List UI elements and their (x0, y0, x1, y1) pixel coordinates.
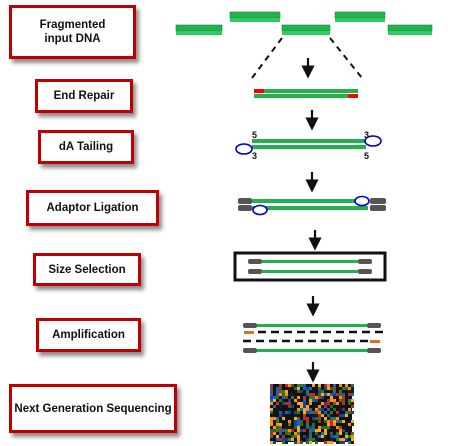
adaptor-ligated-dna (238, 195, 386, 216)
step-label: End Repair (53, 90, 115, 102)
dna-fragments (175, 11, 433, 35)
dna-strand (257, 349, 367, 352)
step-size-selection: Size Selection (33, 253, 141, 286)
dna-fragment (388, 31, 432, 35)
flow-arrows (301, 58, 322, 383)
size-selection-gel (233, 251, 387, 282)
dna-fragment (335, 18, 385, 22)
a-tail-overhang (235, 143, 253, 155)
adaptor (370, 198, 386, 204)
dna-strand (252, 145, 366, 149)
step-label: dA Tailing (58, 141, 114, 153)
step-label: Next Generation Sequencing (14, 402, 172, 415)
adaptor (358, 259, 372, 264)
da-tailed-dna: 5 3 3 5 (235, 130, 382, 161)
dna-strand (257, 324, 367, 327)
dna-fragment (229, 11, 281, 19)
dna-strand (252, 206, 368, 210)
step-label: Fragmented input DNA (39, 19, 106, 45)
adaptor (243, 348, 257, 353)
five-prime-label: 5 (364, 151, 369, 161)
dna-strand (262, 270, 358, 273)
dna-fragment (281, 24, 331, 32)
primer (370, 340, 380, 343)
dna-strand (252, 199, 368, 203)
end-repaired-dna (254, 89, 358, 98)
dna-fragment (175, 24, 223, 32)
a-tail-overhang (354, 195, 370, 207)
dna-strand (252, 139, 366, 143)
dna-fragment (282, 31, 330, 35)
three-prime-label: 3 (252, 151, 257, 161)
step-da-tailing: dA Tailing (38, 130, 134, 164)
amplification-strands (243, 323, 384, 353)
step-end-repair: End Repair (35, 79, 133, 113)
a-tail-overhang (252, 204, 268, 216)
repaired-end (254, 89, 264, 93)
adaptor (238, 198, 252, 204)
adaptor (358, 269, 372, 274)
adaptor (238, 205, 252, 211)
adaptor (367, 323, 381, 328)
zoom-dashed-line (251, 37, 283, 79)
adaptor (367, 348, 381, 353)
step-amplification: Amplification (36, 318, 141, 352)
adaptor (370, 205, 386, 211)
adaptor (243, 323, 257, 328)
adaptor (248, 269, 262, 274)
step-label: Size Selection (48, 263, 126, 276)
sequencing-readout-image (270, 384, 354, 444)
dna-fragment (387, 24, 433, 32)
step-fragmented-dna: Fragmented input DNA (9, 5, 136, 59)
step-label: Adaptor Ligation (46, 202, 139, 214)
dna-strand (262, 260, 358, 263)
step-label: Amplification (52, 329, 125, 341)
dna-strand (254, 94, 358, 98)
five-prime-label: 5 (252, 130, 257, 140)
dna-fragment (334, 11, 386, 19)
dna-strand (254, 89, 358, 93)
zoom-dashed-line (329, 37, 363, 79)
step-adaptor-ligation: Adaptor Ligation (26, 190, 159, 226)
adaptor (248, 259, 262, 264)
dna-fragment (176, 31, 222, 35)
a-tail-overhang (364, 135, 382, 147)
step-next-generation-sequencing: Next Generation Sequencing (9, 384, 177, 433)
repaired-end (348, 94, 358, 98)
primer (244, 331, 254, 334)
gel-frame (233, 251, 387, 282)
dna-fragment (230, 18, 280, 22)
three-prime-label: 3 (364, 130, 369, 140)
